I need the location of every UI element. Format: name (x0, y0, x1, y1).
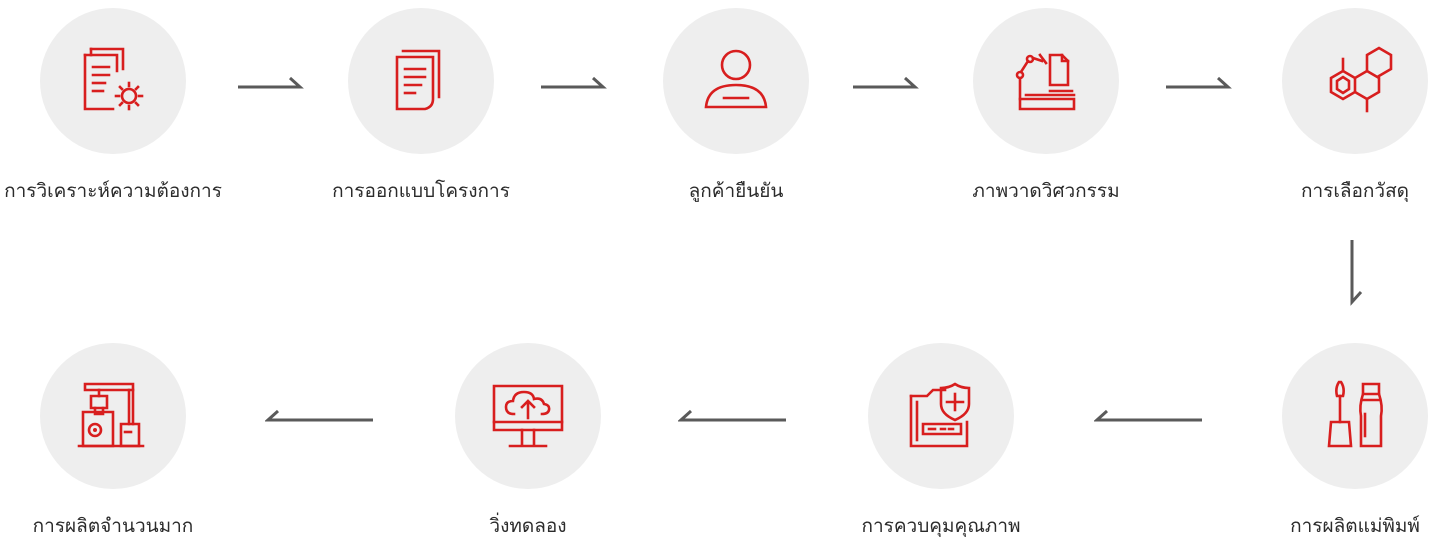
step-label: การวิเคราะห์ความต้องการ (4, 180, 222, 202)
step-circle (1282, 343, 1428, 489)
step-circle (348, 8, 494, 154)
step-label: ลูกค้ายืนยัน (688, 180, 784, 202)
documents-icon (395, 49, 441, 111)
production-machine-icon (77, 382, 145, 448)
step-label: การออกแบบโครงการ (332, 180, 510, 202)
step-circle (40, 8, 186, 154)
arrow-down (1344, 240, 1364, 306)
step-label: การผลิตจำนวนมาก (32, 515, 194, 537)
step-circle (40, 343, 186, 489)
step-circle (1282, 8, 1428, 154)
engineering-drawing-icon (1015, 53, 1076, 111)
cosmetic-bottles-icon (1327, 380, 1383, 448)
molecule-icon (1329, 46, 1393, 113)
arrow-left (1094, 406, 1202, 424)
arrow-right (1166, 74, 1232, 92)
step-label: การผลิตแม่พิมพ์ (1290, 515, 1420, 537)
arrow-left (678, 406, 786, 424)
step-label: ภาพวาดวิศวกรรม (972, 180, 1120, 202)
step-circle (663, 8, 809, 154)
arrow-right (541, 74, 607, 92)
cloud-upload-monitor-icon (492, 384, 564, 448)
step-circle (973, 8, 1119, 154)
document-gear-icon (83, 47, 144, 111)
folder-shield-icon (909, 382, 971, 448)
arrow-right (853, 74, 919, 92)
step-label: การควบคุมคุณภาพ (861, 515, 1021, 537)
step-label: วิ่งทดลอง (489, 515, 567, 537)
step-circle (455, 343, 601, 489)
step-circle (868, 343, 1014, 489)
arrow-left (265, 406, 373, 424)
customer-icon (704, 49, 768, 109)
arrow-right (238, 74, 304, 92)
step-label: การเลือกวัสดุ (1300, 180, 1410, 202)
